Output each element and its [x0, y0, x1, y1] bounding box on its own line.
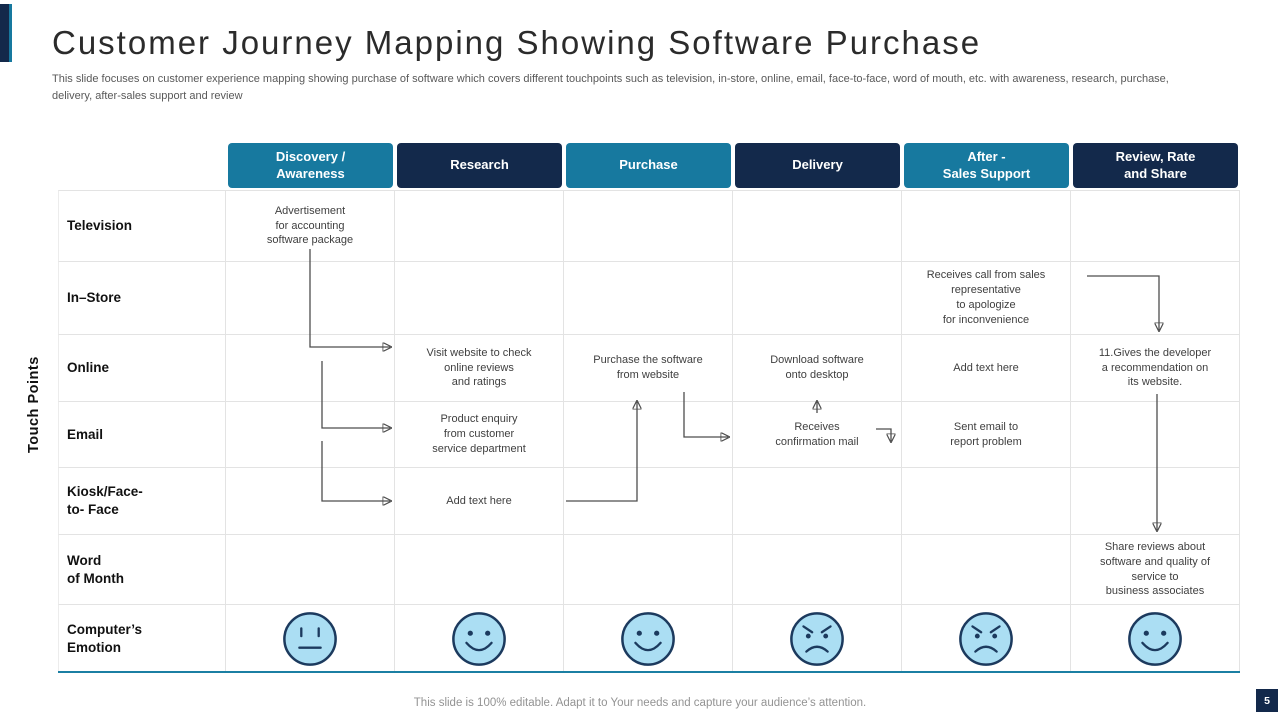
stage-research: Research	[397, 143, 562, 188]
cell-online-review: 11.Gives the developer a recommendation …	[1071, 335, 1240, 402]
row-email: Email Product enquiry from customer serv…	[58, 402, 1240, 468]
emotion-neutral-icon	[283, 611, 337, 666]
emotion-happy-icon	[1128, 611, 1182, 666]
page-title: Customer Journey Mapping Showing Softwar…	[52, 24, 982, 61]
slide-subtitle: This slide focuses on customer experienc…	[52, 73, 1169, 102]
cell	[226, 402, 395, 468]
cell-word-review: Share reviews about software and quality…	[1071, 535, 1240, 605]
row-label-computers-emotion: Computer’s Emotion	[58, 605, 226, 672]
row-online: Online Visit website to check online rev…	[58, 335, 1240, 402]
cell	[1071, 262, 1240, 335]
cell	[226, 335, 395, 402]
cell	[1071, 468, 1240, 535]
emotion-happy-icon	[621, 611, 675, 666]
cell-television-discovery: Advertisement for accounting software pa…	[226, 190, 395, 262]
stage-header-row: Discovery / Awareness Research Purchase …	[58, 143, 1240, 188]
cell-in-store-after-sales: Receives call from sales representative …	[902, 262, 1071, 335]
cell	[733, 262, 902, 335]
cell-online-delivery: Download software onto desktop	[733, 335, 902, 402]
table-underline	[58, 671, 1240, 673]
emotion-cell	[564, 605, 733, 672]
cell	[1071, 190, 1240, 262]
cell	[733, 468, 902, 535]
cell	[564, 402, 733, 468]
touchpoints-axis-label: Touch Points	[26, 356, 42, 454]
stage-review-rate-share: Review, Rate and Share	[1073, 143, 1238, 188]
stage-delivery: Delivery	[735, 143, 900, 188]
row-computers-emotion: Computer’s Emotion	[58, 605, 1240, 672]
cell-kiosk-research: Add text here	[395, 468, 564, 535]
stage-after-sales-support: After - Sales Support	[904, 143, 1069, 188]
emotion-cell	[226, 605, 395, 672]
row-label-word-of-month: Word of Month	[58, 535, 226, 605]
row-label-television: Television	[58, 190, 226, 262]
emotion-cell	[395, 605, 564, 672]
emotion-angry-icon	[959, 611, 1013, 666]
cell	[395, 535, 564, 605]
journey-table: Discovery / Awareness Research Purchase …	[58, 143, 1240, 672]
row-label-online: Online	[58, 335, 226, 402]
cell	[564, 468, 733, 535]
cell-email-research: Product enquiry from customer service de…	[395, 402, 564, 468]
cell	[902, 468, 1071, 535]
corner-cell	[58, 143, 226, 188]
cell	[395, 190, 564, 262]
emotion-angry-icon	[790, 611, 844, 666]
cell-online-after-sales: Add text here	[902, 335, 1071, 402]
row-in-store: In–Store Receives call from sales repres…	[58, 262, 1240, 335]
emotion-cell	[902, 605, 1071, 672]
emotion-cell	[733, 605, 902, 672]
cell	[1071, 402, 1240, 468]
cell-email-delivery: Receives confirmation mail	[733, 402, 902, 468]
cell	[226, 535, 395, 605]
cell	[395, 262, 564, 335]
cell	[902, 190, 1071, 262]
cell	[733, 190, 902, 262]
row-label-email: Email	[58, 402, 226, 468]
cell	[564, 535, 733, 605]
row-label-kiosk: Kiosk/Face- to- Face	[58, 468, 226, 535]
cell	[564, 262, 733, 335]
row-television: Television Advertisement for accounting …	[58, 190, 1240, 262]
emotion-cell	[1071, 605, 1240, 672]
cell-email-after-sales: Sent email to report problem	[902, 402, 1071, 468]
cell	[733, 535, 902, 605]
row-kiosk-face-to-face: Kiosk/Face- to- Face Add text here	[58, 468, 1240, 535]
row-word-of-month: Word of Month Share reviews about softwa…	[58, 535, 1240, 605]
footer-note: This slide is 100% editable. Adapt it to…	[413, 697, 867, 709]
stage-purchase: Purchase	[566, 143, 731, 188]
cell-online-research: Visit website to check online reviews an…	[395, 335, 564, 402]
stage-discovery-awareness: Discovery / Awareness	[228, 143, 393, 188]
emotion-happy-icon	[452, 611, 506, 666]
cell	[226, 468, 395, 535]
cell	[226, 262, 395, 335]
cell	[902, 535, 1071, 605]
row-label-in-store: In–Store	[58, 262, 226, 335]
cell-online-purchase: Purchase the software from website	[564, 335, 733, 402]
page-number-badge: 5	[1256, 689, 1278, 712]
cell	[564, 190, 733, 262]
accent-bar	[0, 4, 12, 62]
